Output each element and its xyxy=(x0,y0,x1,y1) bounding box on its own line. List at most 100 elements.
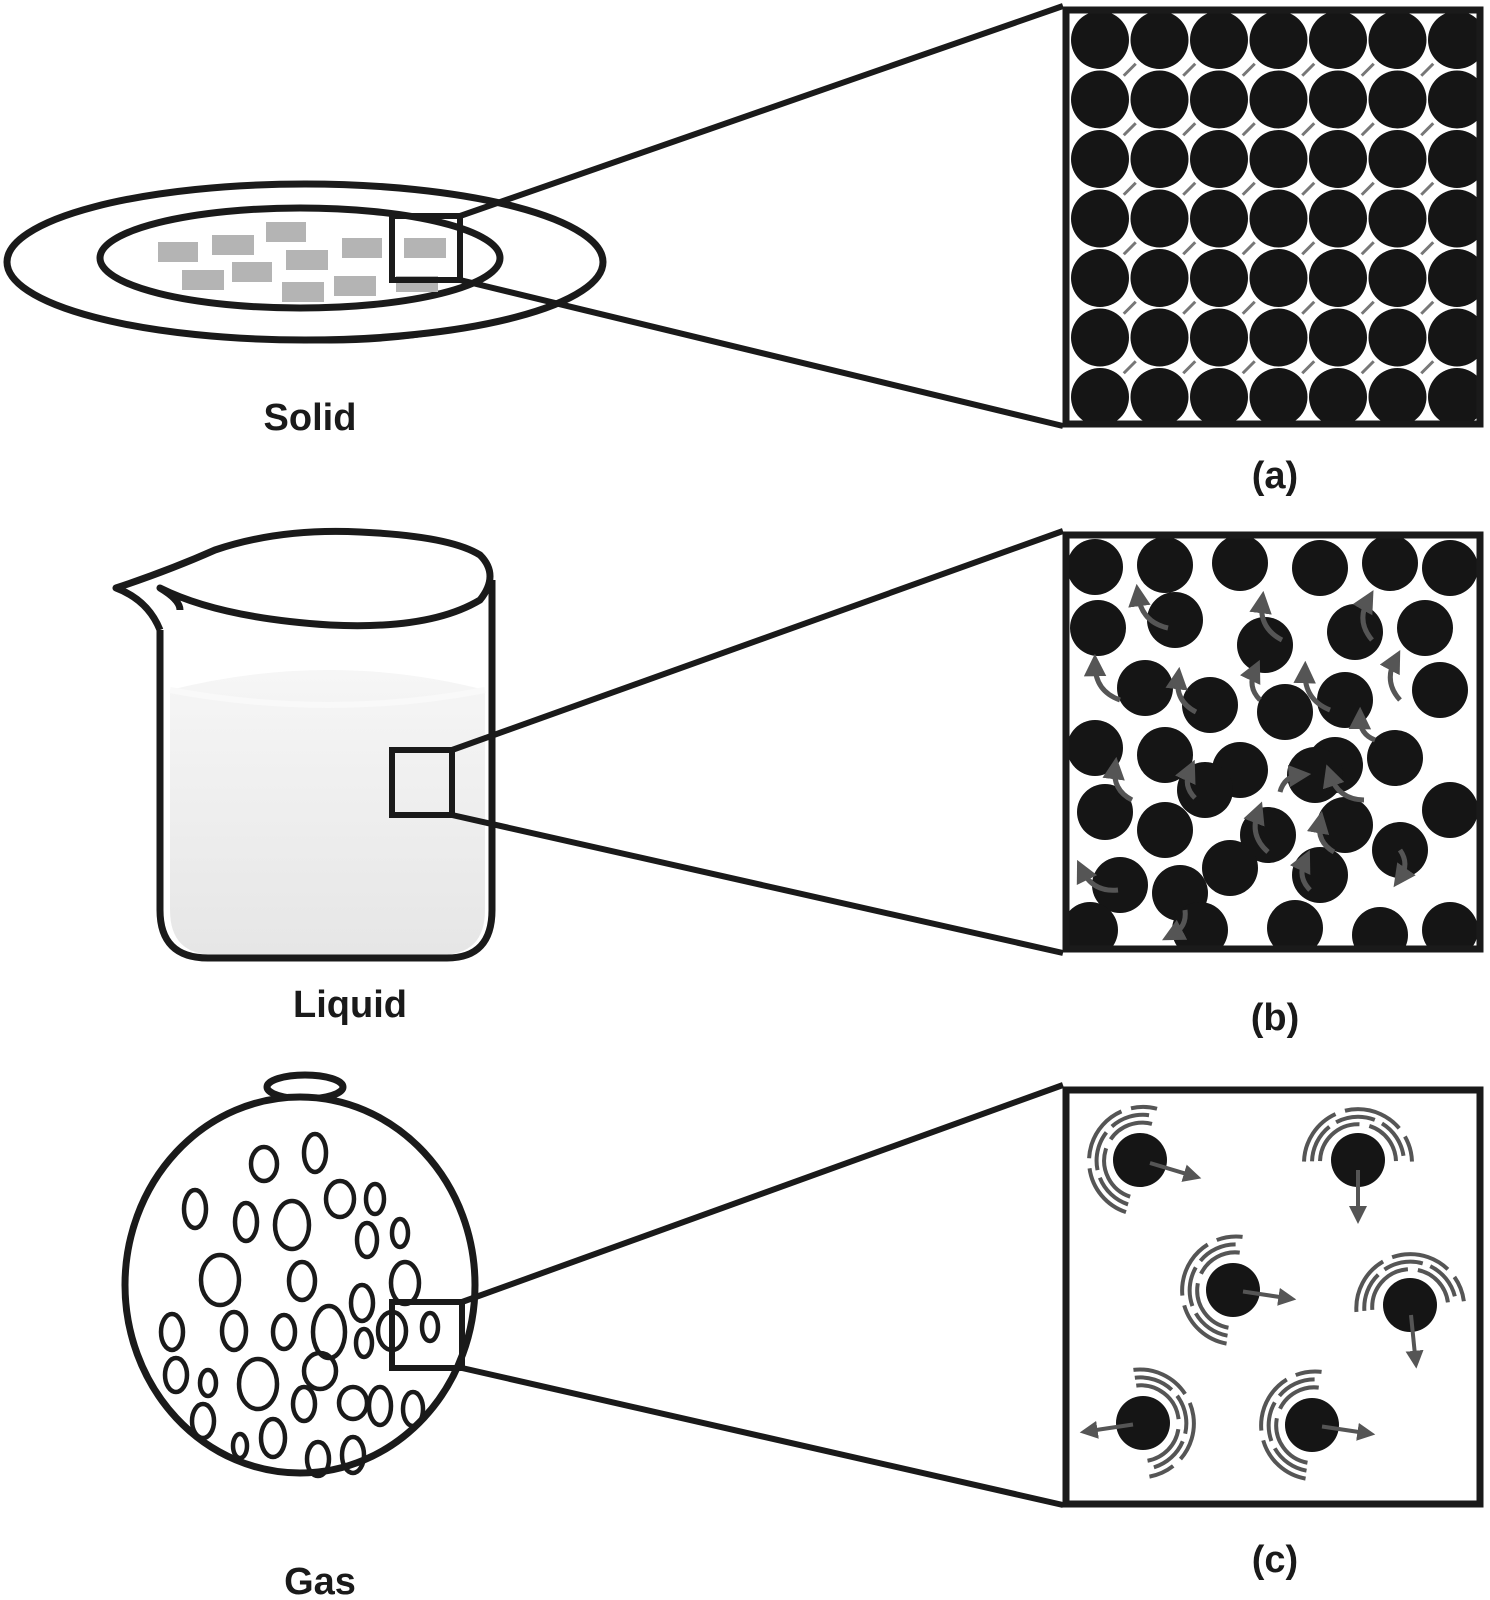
label-gas: Gas xyxy=(284,1561,356,1600)
liquid-particle xyxy=(1092,857,1148,913)
motion-arrow xyxy=(1149,1161,1202,1182)
solid-particle xyxy=(1368,189,1427,248)
label-solid: Solid xyxy=(264,397,357,439)
lattice-bond xyxy=(1301,181,1316,196)
solid-particle xyxy=(1071,249,1129,307)
motion-arrow xyxy=(1128,583,1169,631)
solid-particle xyxy=(1071,308,1129,367)
gas-bubble xyxy=(158,1311,186,1353)
solid-particle xyxy=(1428,308,1480,367)
gas-bubble xyxy=(270,1312,298,1352)
solid-particle xyxy=(1309,70,1367,129)
motion-trail xyxy=(1266,1377,1321,1473)
solid-particle xyxy=(1130,308,1189,367)
label-liquid: Liquid xyxy=(293,984,407,1026)
lattice-bond xyxy=(1241,300,1256,315)
balloon-body xyxy=(121,1093,479,1477)
solid-particle xyxy=(1130,189,1189,248)
solid-particle xyxy=(1428,249,1480,307)
liquid-zoom-box xyxy=(389,747,455,818)
label-panel-a: (a) xyxy=(1252,455,1298,497)
solid-particle xyxy=(1368,308,1427,367)
liquid-motion-arrows xyxy=(1076,583,1416,941)
lattice-bond xyxy=(1301,241,1316,256)
lattice-bond xyxy=(1360,360,1375,375)
gas-bubble xyxy=(232,1200,260,1244)
motion-arrow xyxy=(1243,801,1270,854)
motion-trail xyxy=(1134,1375,1189,1471)
solid-particle-lattice xyxy=(1071,11,1480,424)
solid-particle xyxy=(1428,189,1480,248)
solid-particle xyxy=(1130,70,1189,129)
gas-bubble xyxy=(248,1144,280,1184)
motion-trail xyxy=(1087,1104,1158,1215)
solid-particle xyxy=(1190,130,1248,188)
gas-bubble xyxy=(236,1356,280,1412)
solid-particle xyxy=(1249,189,1308,248)
solid-particle xyxy=(1130,11,1189,69)
motion-trail xyxy=(1302,1107,1414,1162)
liquid-surface xyxy=(169,687,486,708)
lattice-bond xyxy=(1122,241,1137,256)
liquid-particle xyxy=(1327,604,1383,660)
solid-particle xyxy=(1428,368,1480,424)
solid-zoom-line-top xyxy=(459,3,1064,219)
liquid-particle xyxy=(1237,617,1293,673)
gas-bubble xyxy=(366,1384,394,1428)
motion-arrow xyxy=(1162,909,1188,941)
solid-particle xyxy=(1249,70,1308,129)
solid-particle xyxy=(1249,368,1308,424)
motion-trail xyxy=(1362,1259,1458,1312)
lattice-bond xyxy=(1241,122,1256,137)
solid-particle xyxy=(1309,11,1367,69)
liquid-particle xyxy=(1067,539,1123,595)
solid-particle xyxy=(1190,11,1248,69)
lattice-bond xyxy=(1122,300,1137,315)
liquid-particle xyxy=(1292,540,1348,596)
panel-b-liquid-particles xyxy=(1066,535,1480,949)
label-panel-b: (b) xyxy=(1251,997,1300,1039)
liquid-particle xyxy=(1362,535,1418,591)
gas-particle xyxy=(1113,1133,1167,1187)
lattice-bond xyxy=(1241,181,1256,196)
lattice-bond xyxy=(1360,62,1375,77)
liquid-particle xyxy=(1317,797,1373,853)
liquid-particle xyxy=(1182,677,1238,733)
solid-particle xyxy=(1309,189,1367,248)
gas-bubble xyxy=(323,1178,357,1220)
solid-particle xyxy=(1071,130,1129,188)
solid-particle xyxy=(1368,11,1427,69)
solid-particle xyxy=(1428,70,1480,129)
motion-arrow xyxy=(1242,1287,1297,1306)
motion-arrow xyxy=(1102,756,1134,803)
liquid-particle xyxy=(1177,762,1233,818)
gas-particle xyxy=(1206,1263,1260,1317)
lattice-bond xyxy=(1182,122,1197,137)
liquid-particle xyxy=(1117,660,1173,716)
liquid-particle xyxy=(1137,537,1193,593)
motion-trail xyxy=(1370,1267,1450,1311)
motion-arrow xyxy=(1393,848,1416,888)
solid-particle xyxy=(1190,368,1248,424)
motion-trail xyxy=(1102,1120,1153,1199)
gas-bubble xyxy=(162,1355,190,1395)
liquid-particle xyxy=(1397,600,1453,656)
motion-trail xyxy=(1136,1383,1181,1463)
gas-bubble xyxy=(354,1220,380,1260)
gas-bubble xyxy=(301,1350,339,1392)
liquid-particle xyxy=(1367,730,1423,786)
solid-particle xyxy=(1071,189,1129,248)
gas-zoom-line-top xyxy=(460,1082,1065,1305)
liquid-particle xyxy=(1202,840,1258,896)
solid-zoom-line-bottom xyxy=(459,277,1064,429)
solid-particle xyxy=(1071,70,1129,129)
label-panel-c: (c) xyxy=(1252,1539,1298,1581)
motion-arrow xyxy=(1240,659,1262,702)
gas-bubble xyxy=(301,1131,329,1175)
gas-particles xyxy=(1079,1104,1466,1481)
panel-a-frame xyxy=(1062,6,1484,428)
motion-trail xyxy=(1310,1114,1406,1162)
lattice-bond xyxy=(1420,122,1435,137)
gas-bubble xyxy=(272,1198,312,1252)
gas-bubble xyxy=(304,1439,332,1479)
